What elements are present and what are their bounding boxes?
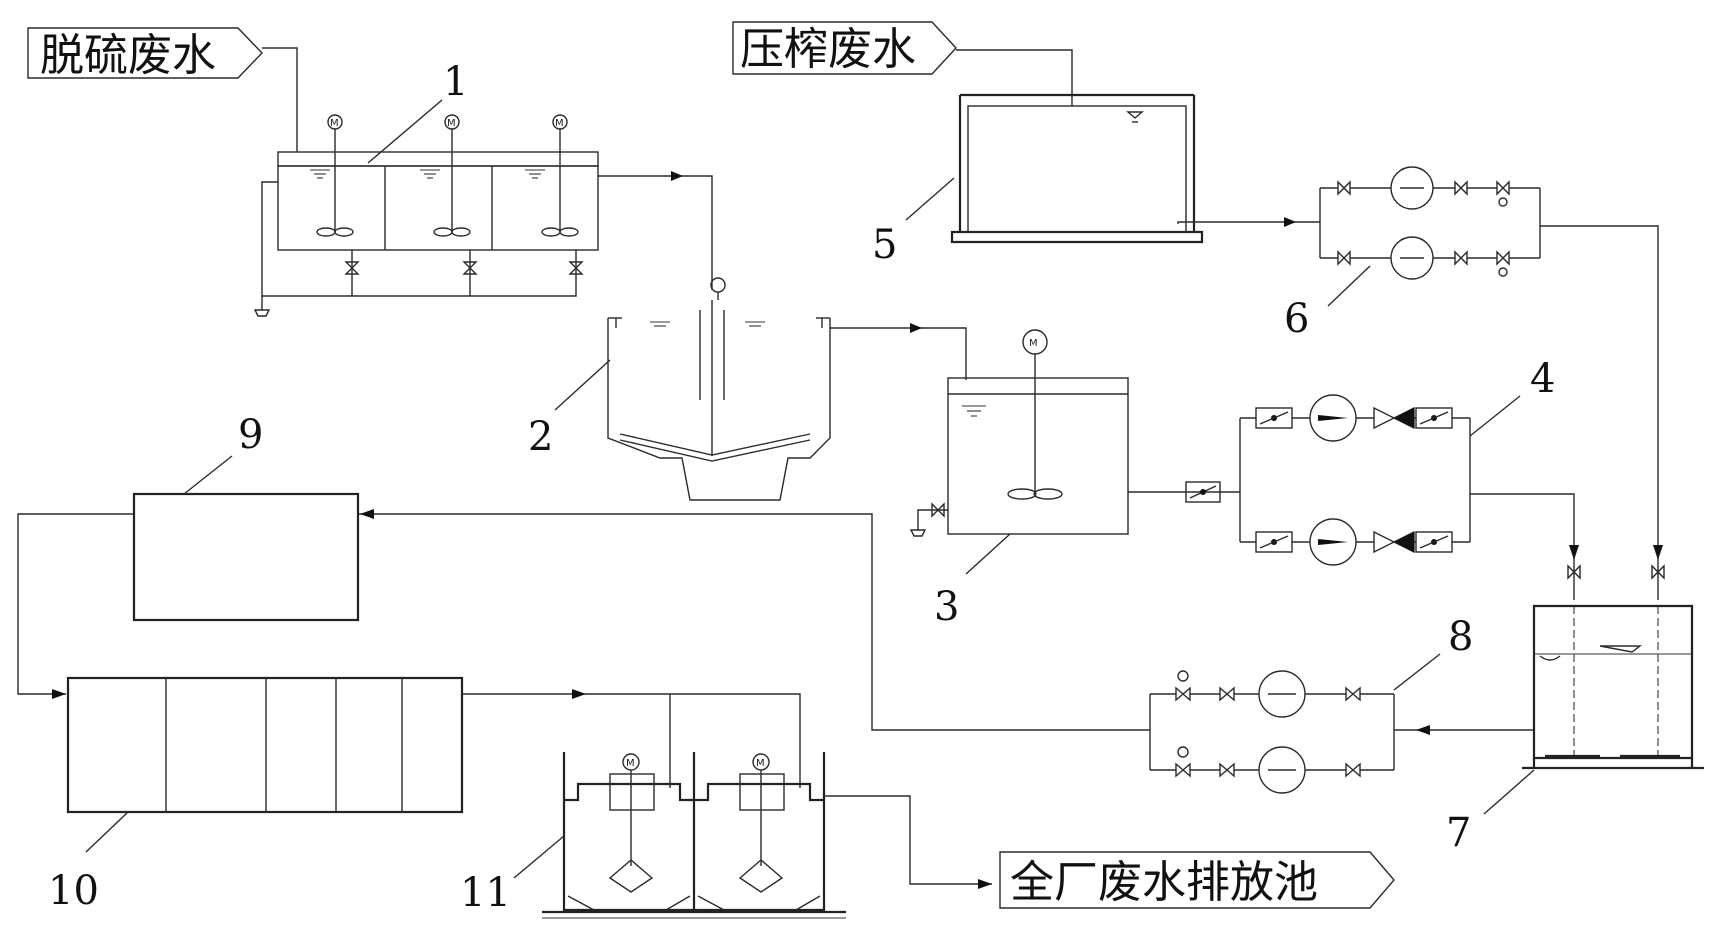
desulfurization-wastewater-label: 脱硫废水: [40, 30, 216, 81]
pressing-wastewater-label: 压榨废水: [740, 24, 916, 75]
pump-icon: [1258, 670, 1306, 794]
unit-5-pressing-tank: 5: [872, 93, 1320, 268]
svg-text:M: M: [330, 118, 339, 129]
mixer-icon: M: [433, 114, 471, 237]
check-valve-icon: [1185, 481, 1221, 503]
unit-2-settling-tank: 2: [528, 277, 967, 501]
svg-text:M: M: [1029, 338, 1038, 349]
mixer-icon: M: [316, 114, 354, 237]
desulfurization-wastewater-tag: 脱硫废水: [27, 27, 298, 152]
drain-icon: [909, 529, 927, 537]
component-number-5: 5: [872, 222, 897, 268]
valve-icon: [1373, 406, 1415, 554]
component-number-4: 4: [1530, 356, 1555, 402]
pressing-wastewater-tag: 压榨废水: [732, 21, 1073, 106]
svg-text:M: M: [626, 758, 635, 769]
component-number-10: 10: [48, 868, 99, 914]
component-number-9: 9: [238, 412, 263, 458]
component-number-7: 7: [1446, 810, 1471, 856]
pump-icon: [1390, 236, 1434, 280]
component-number-11: 11: [460, 870, 511, 916]
component-number-8: 8: [1448, 614, 1473, 660]
pump-icon: [1309, 394, 1357, 566]
unit-10-multistage-tank: 10: [48, 676, 801, 914]
check-valve-icon: [1255, 407, 1453, 553]
unit-9-treatment-unit: 9: [17, 412, 360, 699]
unit-4-pump-group: 4: [1239, 356, 1579, 600]
component-number-3: 3: [934, 584, 959, 630]
gauge-icon: [1177, 670, 1189, 682]
component-number-2: 2: [528, 414, 553, 460]
unit-6-pump-group: 6: [1284, 166, 1663, 600]
unit-8-pump-group: 8: [358, 509, 1473, 794]
valve-icon: [931, 502, 945, 518]
gauge-icon: [1498, 197, 1508, 207]
gauge-icon: [1177, 746, 1189, 758]
unit-7-collection-tank: 7: [1394, 564, 1704, 856]
valve-icon: [1651, 564, 1665, 580]
drain-icon: [253, 296, 271, 317]
component-number-1: 1: [443, 59, 468, 105]
component-number-6: 6: [1284, 296, 1309, 342]
valve-icon: [1175, 686, 1361, 778]
valve-icon: [1337, 180, 1510, 266]
mixer-motor-icon: [710, 277, 726, 293]
mixer-icon: M: [541, 114, 579, 237]
svg-text:M: M: [555, 118, 564, 129]
unit-11-twin-clarifier: M M 11: [460, 752, 992, 919]
plant-discharge-pool-label: 全厂废水排放池: [1010, 857, 1318, 908]
pump-icon: [1390, 166, 1434, 210]
unit-3-mixing-tank: M 3: [909, 329, 1240, 630]
gauge-icon: [1498, 267, 1508, 277]
valve-icon: [344, 261, 584, 275]
plant-discharge-pool-tag: 全厂废水排放池: [999, 851, 1395, 909]
unit-1-reaction-tank: M M M 1: [253, 59, 713, 317]
svg-text:M: M: [756, 758, 765, 769]
valve-icon: [1567, 564, 1581, 580]
svg-text:M: M: [447, 118, 456, 129]
